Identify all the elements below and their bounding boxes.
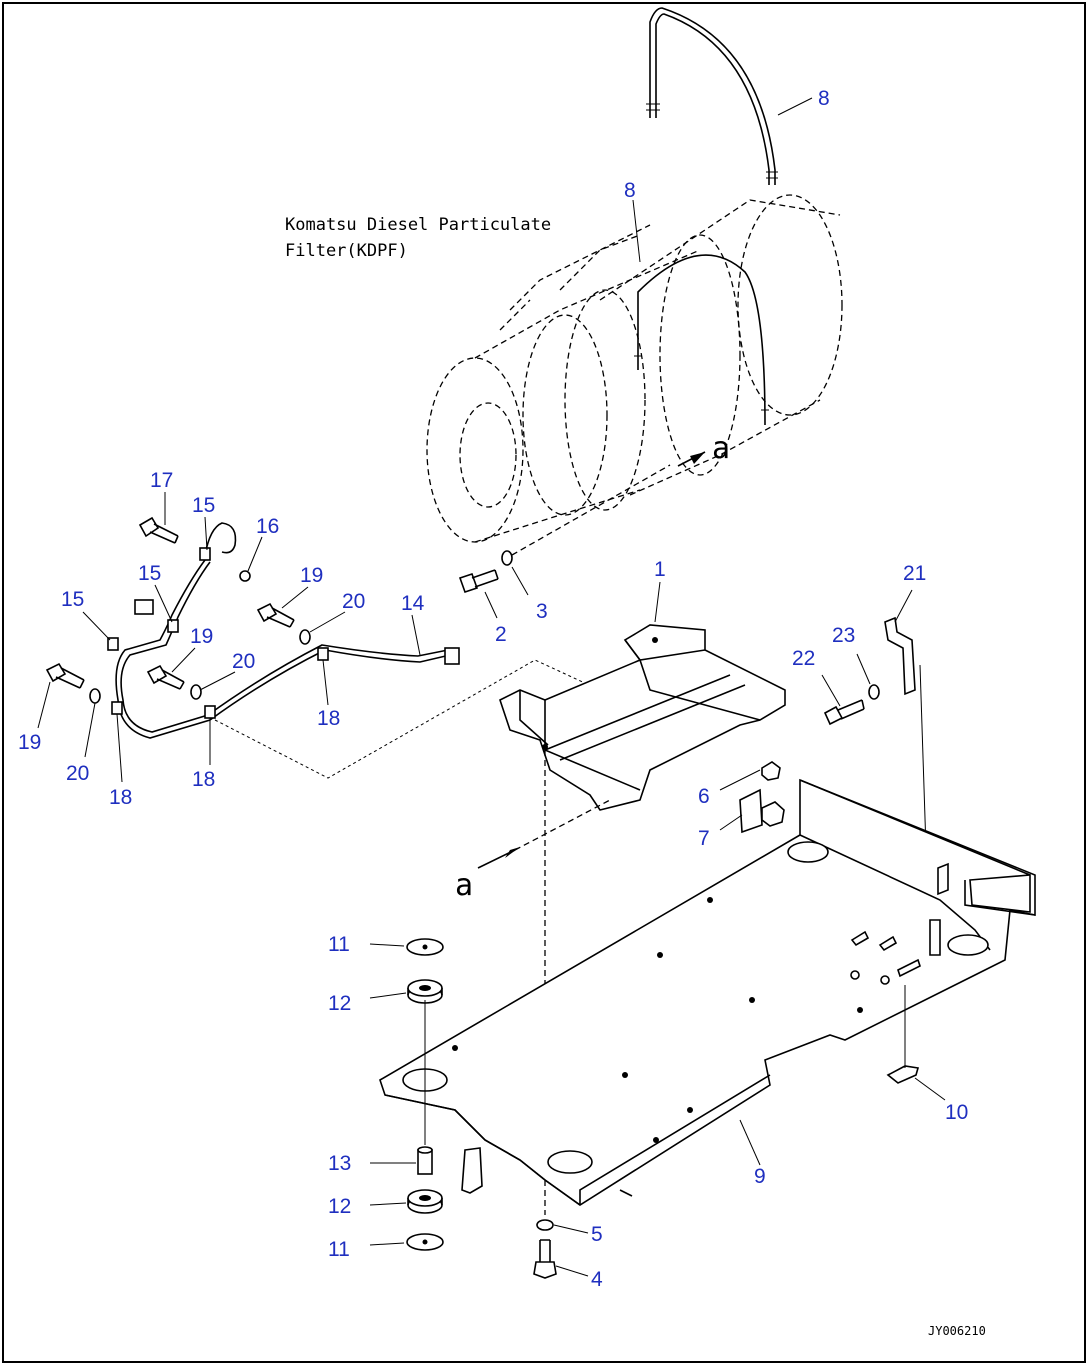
leader-11a	[369, 943, 405, 947]
callout-7[interactable]: 7	[698, 827, 710, 850]
leader-20b	[199, 671, 236, 691]
callout-18[interactable]: 18	[192, 768, 215, 791]
leader-3	[511, 566, 529, 596]
callout-1[interactable]: 1	[654, 558, 666, 581]
floor-frame-part-9	[379, 778, 1036, 1206]
mount-stack-11-13	[406, 938, 444, 1251]
title-line-1: Komatsu Diesel Particulate	[285, 215, 551, 235]
plate-part-10	[886, 1065, 920, 1084]
callout-19[interactable]: 19	[300, 564, 323, 587]
leader-19a	[281, 586, 309, 609]
callout-23[interactable]: 23	[832, 624, 855, 647]
leader-15c	[82, 611, 111, 641]
leader-2	[484, 591, 498, 619]
bracket-part-21	[884, 616, 916, 696]
callout-19[interactable]: 19	[190, 625, 213, 648]
callout-3[interactable]: 3	[536, 600, 548, 623]
leader-10	[914, 1077, 946, 1101]
callout-15[interactable]: 15	[138, 562, 161, 585]
u-bolt-part-8	[646, 7, 778, 185]
view-marker-top: a	[712, 431, 730, 466]
leader-19b	[171, 647, 196, 673]
bolt-part-4	[533, 1239, 557, 1279]
callout-12[interactable]: 12	[328, 1195, 351, 1218]
callout-12[interactable]: 12	[328, 992, 351, 1015]
callout-5[interactable]: 5	[591, 1223, 603, 1246]
view-marker-bottom: a	[455, 868, 473, 903]
leader-4	[555, 1265, 589, 1277]
leader-19c	[37, 681, 51, 729]
callout-19[interactable]: 19	[18, 731, 41, 754]
leader-6	[719, 769, 761, 791]
callout-11[interactable]: 11	[328, 933, 350, 956]
callout-20[interactable]: 20	[342, 590, 365, 613]
washer-part-23	[868, 684, 880, 700]
callout-11[interactable]: 11	[328, 1238, 350, 1261]
callout-6[interactable]: 6	[698, 785, 710, 808]
link-line	[214, 659, 601, 779]
leader-8b	[632, 199, 641, 263]
callout-20[interactable]: 20	[232, 650, 255, 673]
leader-12b	[369, 1202, 407, 1206]
callout-13[interactable]: 13	[328, 1152, 351, 1175]
callout-15[interactable]: 15	[61, 588, 84, 611]
leader-5	[553, 1224, 589, 1234]
leader-14	[411, 614, 421, 656]
leader-21	[894, 589, 913, 623]
callout-14[interactable]: 14	[401, 592, 425, 615]
callout-4[interactable]: 4	[591, 1268, 603, 1291]
leader-22	[821, 674, 841, 707]
leader-15b	[154, 584, 173, 623]
leader-20c	[84, 702, 96, 758]
callout-16[interactable]: 16	[256, 515, 279, 538]
bracket-part-1	[499, 624, 786, 811]
axis-line-kdpf	[511, 464, 671, 556]
leader-7	[719, 814, 743, 831]
leader-16	[247, 536, 263, 572]
bolt-part-2	[458, 569, 499, 594]
leader-12a	[369, 992, 407, 999]
drawing-code: JY006210	[928, 1324, 986, 1338]
callout-15[interactable]: 15	[192, 494, 215, 517]
leader-15a	[204, 516, 208, 551]
callout-21[interactable]: 21	[903, 562, 926, 585]
leader-8a	[777, 97, 813, 116]
kdpf-filter	[426, 194, 843, 543]
callout-18[interactable]: 18	[109, 786, 132, 809]
callout-18[interactable]: 18	[317, 707, 340, 730]
leader-9	[739, 1119, 761, 1166]
washer-part-3	[501, 550, 513, 566]
callout-2[interactable]: 2	[495, 623, 507, 646]
callout-8[interactable]: 8	[818, 87, 830, 110]
callout-10[interactable]: 10	[945, 1101, 968, 1124]
leader-18b	[116, 713, 123, 783]
leader-18a	[322, 659, 329, 706]
callout-20[interactable]: 20	[66, 762, 89, 785]
leader-11b	[369, 1242, 405, 1246]
axis-line-a	[514, 799, 611, 851]
callout-8[interactable]: 8	[624, 179, 636, 202]
leader-1	[654, 581, 661, 623]
harness-assembly	[45, 516, 460, 739]
title-line-2: Filter(KDPF)	[285, 241, 408, 261]
washer-part-5	[536, 1219, 554, 1231]
leader-20a	[309, 611, 346, 633]
bolt-part-22	[823, 699, 865, 726]
callout-9[interactable]: 9	[754, 1165, 766, 1188]
callout-17[interactable]: 17	[150, 469, 173, 492]
nut-part-6	[761, 761, 781, 781]
callout-22[interactable]: 22	[792, 647, 815, 670]
plate-part-7	[739, 788, 785, 834]
leader-23	[856, 653, 871, 685]
